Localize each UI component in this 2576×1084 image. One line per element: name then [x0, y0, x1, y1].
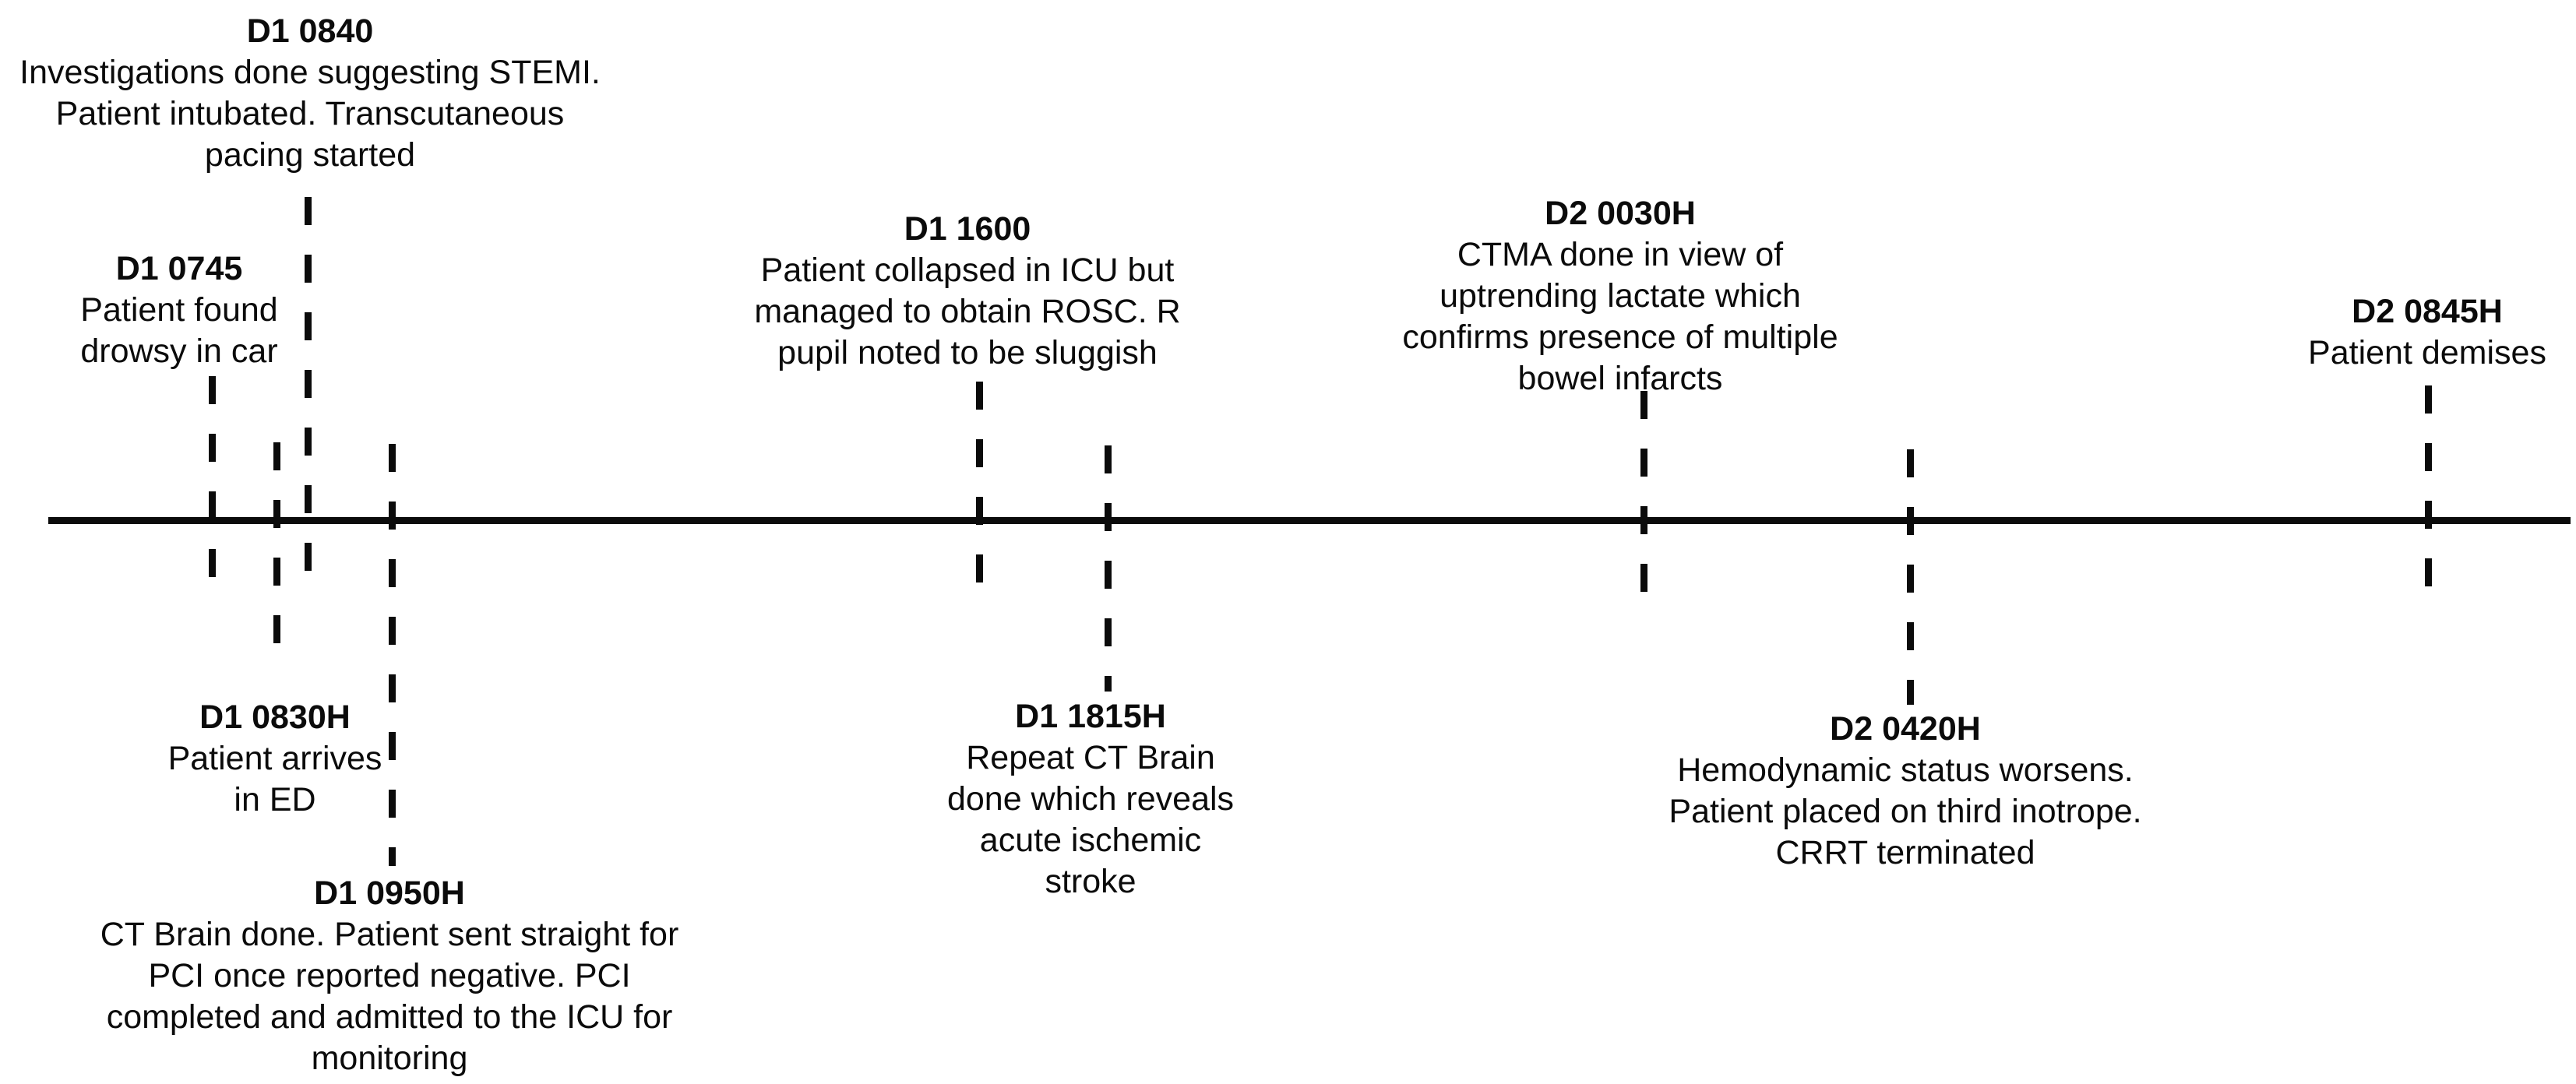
- event-time: D2 0030H: [1545, 195, 1696, 232]
- event-connector-line-d2-0845h: [2425, 385, 2432, 598]
- event-description-line: managed to obtain ROSC. R: [754, 293, 1181, 330]
- event-description-line: CTMA done in view of: [1457, 236, 1784, 273]
- event-description-line: CRRT terminated: [1775, 834, 2035, 871]
- event-time: D1 0950H: [314, 875, 465, 912]
- event-description-line: stroke: [1045, 863, 1136, 900]
- event-description-line: pacing started: [204, 136, 416, 174]
- event-description-line: Patient arrives: [167, 740, 382, 777]
- event-description-line: Investigations done suggesting STEMI.: [19, 54, 601, 91]
- event-time: D1 1600: [904, 210, 1031, 248]
- event-connector-line-d1-0830h: [273, 442, 280, 668]
- event-description-line: in ED: [234, 781, 316, 818]
- event-time: D1 0745: [115, 250, 243, 287]
- event-description-line: pupil noted to be sluggish: [777, 334, 1158, 371]
- event-connector-line-d2-0030h: [1640, 391, 1647, 598]
- event-connector-line-d1-1600: [976, 382, 983, 598]
- event-connector-line-d1-0745: [209, 376, 216, 600]
- event-description-line: Patient found: [80, 291, 278, 329]
- event-description-line: monitoring: [311, 1040, 468, 1077]
- event-description-line: bowel infarcts: [1517, 360, 1723, 397]
- timeline-axis: [48, 517, 2571, 524]
- event-label-d2-0030h: D2 0030H CTMA done in view of uptrending l…: [1402, 193, 1838, 399]
- event-label-d1-0950h: D1 0950H CT Brain done. Patient sent stra…: [100, 873, 679, 1079]
- event-time: D1 0830H: [199, 699, 351, 736]
- event-label-d1-0830h: D1 0830H Patient arrives in ED: [168, 697, 382, 821]
- event-description-line: uptrending lactate which: [1440, 277, 1801, 315]
- event-description-line: Repeat CT Brain: [966, 739, 1215, 776]
- event-connector-line-d2-0420h: [1907, 449, 1914, 705]
- event-time: D2 0420H: [1830, 710, 1981, 748]
- event-description-line: Patient demises: [2308, 334, 2546, 371]
- event-description-line: Patient placed on third inotrope.: [1669, 793, 2142, 830]
- event-description-line: drowsy in car: [80, 333, 278, 370]
- event-time: D2 0845H: [2352, 293, 2503, 330]
- event-description-line: Patient collapsed in ICU but: [760, 252, 1175, 289]
- event-description-line: completed and admitted to the ICU for: [106, 998, 673, 1036]
- event-label-d2-0845h: D2 0845H Patient demises: [2308, 291, 2546, 374]
- event-description-line: Patient intubated. Transcutaneous: [55, 95, 565, 132]
- event-description-line: done which reveals: [946, 780, 1235, 818]
- event-time: D1 0840: [246, 12, 374, 50]
- event-description-line: PCI once reported negative. PCI: [148, 957, 631, 994]
- event-connector-line-d1-0950h: [389, 444, 396, 866]
- event-description-line: Hemodynamic status worsens.: [1677, 751, 2134, 789]
- event-connector-line-d1-1815h: [1105, 445, 1112, 692]
- event-description-line: acute ischemic: [979, 822, 1202, 859]
- event-connector-line-d1-0840: [305, 197, 312, 593]
- event-label-d1-1815h: D1 1815H Repeat CT Brain done which reveal…: [947, 696, 1234, 903]
- event-description-line: confirms presence of multiple: [1402, 319, 1838, 356]
- event-description-line: CT Brain done. Patient sent straight for: [100, 916, 679, 953]
- event-time: D1 1815H: [1015, 698, 1166, 735]
